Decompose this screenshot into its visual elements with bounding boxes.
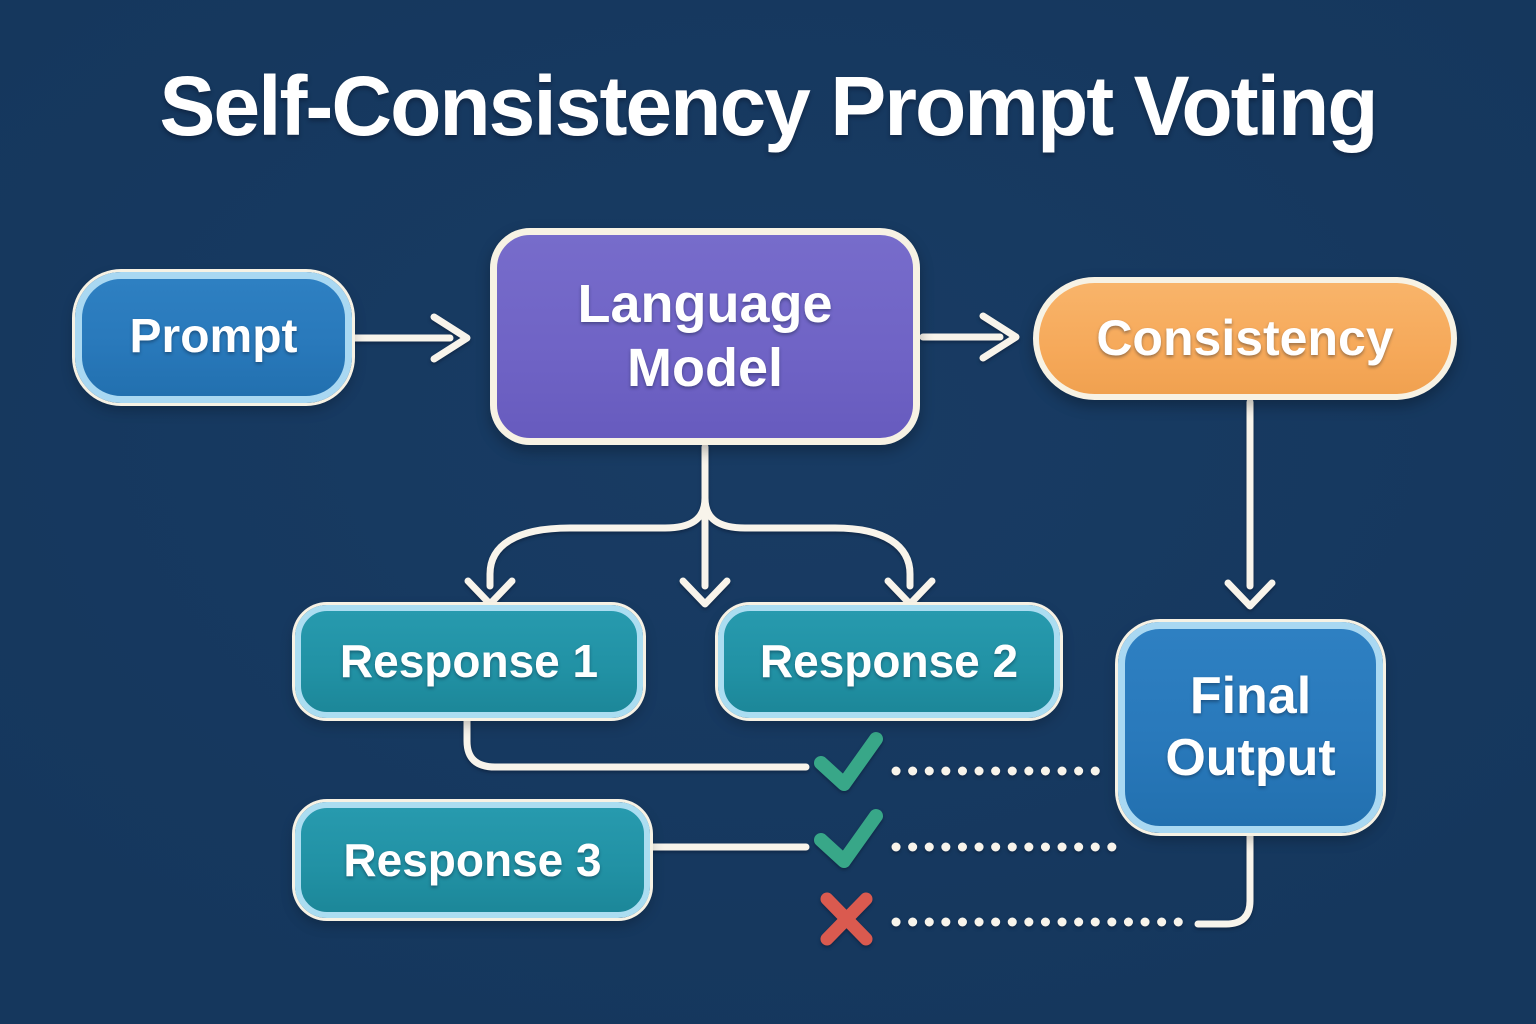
node-final-output: Final Output [1118, 622, 1383, 833]
node-response-2-label: Response 2 [759, 635, 1019, 688]
node-language-model-label: Language Model [577, 273, 833, 398]
node-response-2: Response 2 [718, 605, 1060, 718]
arrow-consistency-to-final-output [1224, 398, 1276, 610]
node-response-1: Response 1 [295, 605, 643, 718]
branch-language-model-to-responses [464, 443, 936, 608]
node-final-output-label: Final Output [1165, 667, 1336, 787]
arrow-prompt-to-language-model [351, 313, 471, 363]
wire-response-1-to-vote [463, 715, 810, 771]
cross-icon [820, 892, 873, 946]
node-response-3: Response 3 [295, 802, 650, 918]
check-icon [814, 732, 883, 791]
wire-final-output-to-vote [1194, 826, 1254, 928]
check-icon [814, 809, 883, 868]
node-consistency-label: Consistency [1096, 310, 1394, 366]
node-prompt: Prompt [75, 272, 352, 403]
node-consistency: Consistency [1033, 277, 1457, 400]
node-response-3-label: Response 3 [343, 833, 602, 886]
node-prompt-label: Prompt [129, 310, 298, 364]
node-response-1-label: Response 1 [339, 635, 599, 688]
diagram-title: Self-Consistency Prompt Voting [159, 59, 1378, 153]
node-language-model: Language Model [490, 228, 920, 445]
arrow-language-model-to-consistency [919, 312, 1020, 362]
